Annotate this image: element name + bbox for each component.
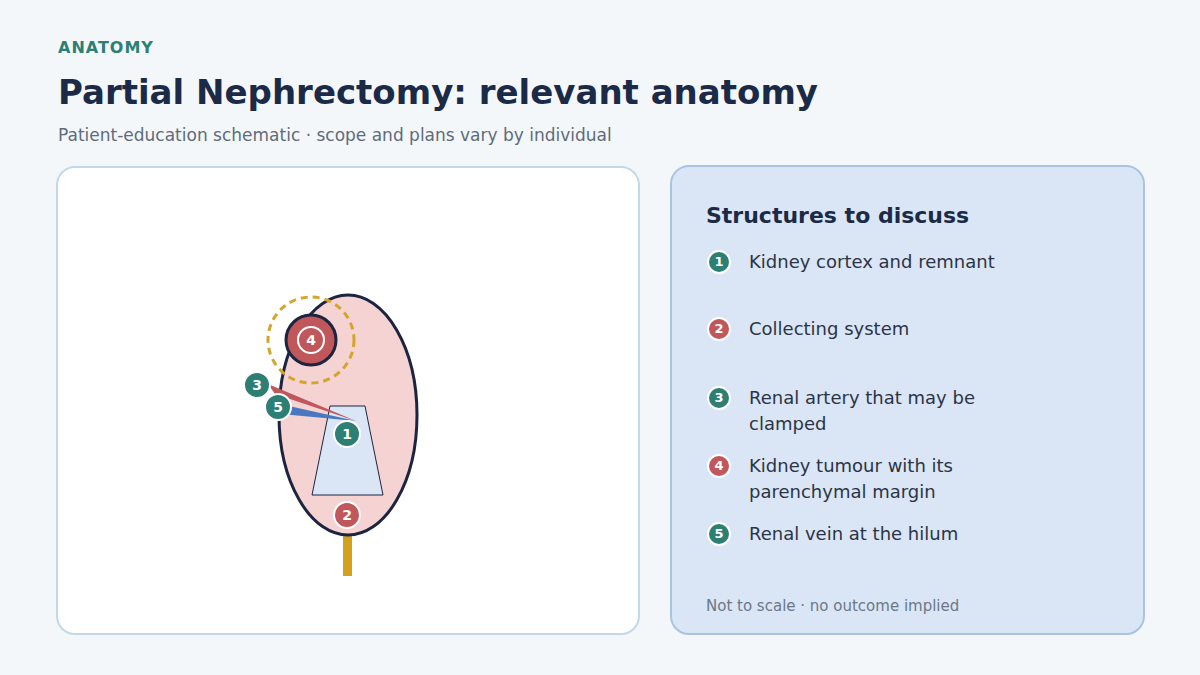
badge-circle bbox=[708, 455, 730, 477]
structure-name: Kidney tumour with its parenchymal margi… bbox=[749, 453, 1014, 505]
callout-number: 2 bbox=[707, 317, 731, 341]
callout-number: 1 bbox=[332, 424, 362, 444]
legend-item: 2 Collecting system bbox=[707, 316, 1014, 342]
number-badge: 1 bbox=[707, 250, 731, 274]
callout-number: 1 bbox=[707, 250, 731, 274]
legend-item: 1 Kidney cortex and remnant bbox=[707, 249, 1014, 275]
badge-circle bbox=[708, 318, 730, 340]
panel-heading: Structures to discuss bbox=[706, 202, 969, 230]
page-title: Partial Nephrectomy: relevant anatomy bbox=[58, 72, 818, 112]
resection-margin bbox=[268, 297, 354, 383]
legend-panel bbox=[671, 166, 1144, 634]
legend-item: 3 Renal artery that may be clamped bbox=[707, 385, 1014, 437]
structure-name: Kidney cortex and remnant bbox=[749, 249, 1014, 275]
structure-name: Renal artery that may be clamped bbox=[749, 385, 1014, 437]
callout-number: 3 bbox=[707, 386, 731, 410]
number-badge: 4 bbox=[707, 454, 731, 478]
badge-circle bbox=[708, 523, 730, 545]
illustration-panel bbox=[57, 167, 639, 634]
legend-item: 5 Renal vein at the hilum bbox=[707, 521, 1014, 547]
badge-circle bbox=[708, 251, 730, 273]
structure-name: Renal vein at the hilum bbox=[749, 521, 1014, 547]
kidney-outline bbox=[279, 295, 417, 535]
legend-item: 4 Kidney tumour with its parenchymal marg… bbox=[707, 453, 1014, 505]
callout-number: 4 bbox=[707, 454, 731, 478]
callout-number: 3 bbox=[242, 375, 272, 395]
callout-number: 2 bbox=[332, 505, 362, 525]
callout-number: 4 bbox=[296, 330, 326, 350]
callout-number: 5 bbox=[263, 397, 293, 417]
callout-number: 5 bbox=[707, 522, 731, 546]
badge-circle bbox=[708, 387, 730, 409]
section-kicker: ANATOMY bbox=[58, 38, 154, 58]
number-badge: 2 bbox=[707, 317, 731, 341]
number-badge: 5 bbox=[707, 522, 731, 546]
number-badge: 3 bbox=[707, 386, 731, 410]
subtitle: Patient-education schematic · scope and … bbox=[58, 124, 612, 146]
tumour bbox=[286, 315, 336, 365]
structure-name: Collecting system bbox=[749, 316, 1014, 342]
legend-panel: Structures to discuss 1 Kidney cortex and … bbox=[671, 166, 1144, 634]
footnote: Not to scale · no outcome implied bbox=[706, 596, 959, 616]
